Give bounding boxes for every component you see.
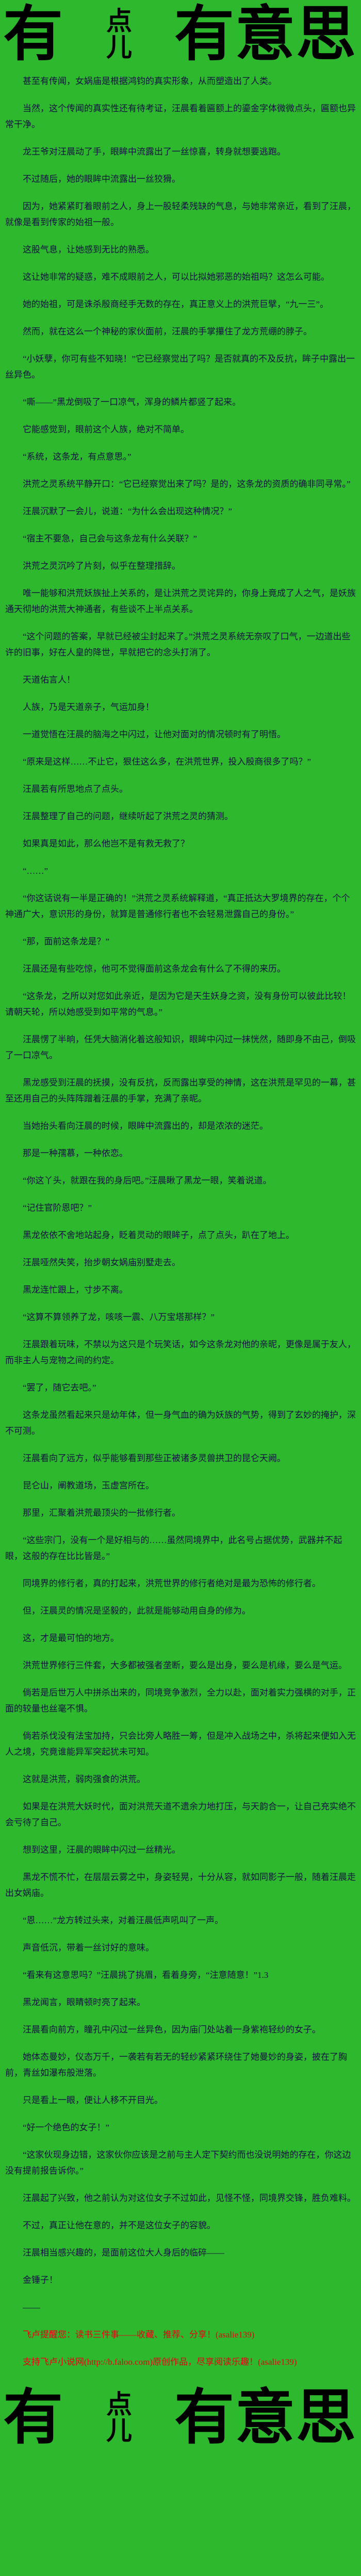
paragraph: “那，面前这条龙是？” xyxy=(23,937,110,946)
title-stack-top: 点 xyxy=(106,6,132,36)
site-notice-line: 飞卢提醒您：读书三件事——收藏、推荐、分享！(asalie139) xyxy=(23,2330,255,2340)
paragraph: 这就是洪荒，弱肉强食的洪荒。 xyxy=(23,1774,145,1784)
paragraph: 不过，真正让他在意的，并不是这位女子的容貌。 xyxy=(23,2221,216,2230)
paragraph: “系统，这条龙，有点意思。” xyxy=(23,452,132,462)
title-chars-right: 有意思 xyxy=(174,0,357,69)
paragraph: “看来有这意思吗？”汪晨挑了挑眉，看着身旁，“注意随意！”1.3 xyxy=(23,1970,269,1980)
paragraph: 当然，这个传闻的真实性还有待考证，汪晨看着匾额上的鎏金字体微微点头，匾额也异常干… xyxy=(5,104,356,129)
paragraph: 这，才是最可怕的地方。 xyxy=(23,1633,119,1643)
paragraph: 想到这里，汪晨的眼眸中闪过一丝精光。 xyxy=(23,1845,180,1855)
paragraph: 她的始祖，可是诛杀殷商经手无数的存在，真正意义上的洪荒巨擘，“九一三”。 xyxy=(23,299,329,309)
title-stack-top: 点 xyxy=(106,2389,132,2419)
paragraph: “罢了，随它去吧。” xyxy=(23,1383,96,1393)
title-stack-bottom: 儿 xyxy=(106,32,132,62)
paragraph: “……” xyxy=(23,866,48,876)
paragraph: 汪晨哑然失笑，抬步朝女娲庙别墅走去。 xyxy=(23,1258,180,1267)
paragraph: 金锤子！ xyxy=(23,2275,58,2285)
paragraph: 龙王爷对汪晨动了手，眼眸中流露出了一丝惊喜，转身就想要逃跑。 xyxy=(23,147,286,157)
paragraph: 唯一能够和洪荒妖族扯上关系的，是让洪荒之灵诧异的，你身上竟成了人之气，是妖族通天… xyxy=(5,588,356,614)
paragraph: “宿主不要急，自己会与这条龙有什么关联？” xyxy=(23,534,198,544)
paragraph: “恩……”龙方转过头来，对着汪晨低声吼叫了一声。 xyxy=(23,1916,224,1925)
paragraph: “好一个绝色的女子！” xyxy=(23,2123,110,2132)
paragraph: 汪晨相当感兴趣的，是面前这位大人身后的临碎—— xyxy=(23,2248,224,2258)
paragraph: 一道觉悟在汪晨的脑海之中闪过，让他对面对的情况顿时有了明悟。 xyxy=(23,730,286,739)
paragraph: 汪晨起了兴致，他之前认为对这位女子不过如此，见怪不怪，同境界交锋，胜负难料。 xyxy=(23,2193,356,2203)
paragraph: 黑龙依依不舍地站起身，眨着灵动的眼眸子，点了点头，趴在了地上。 xyxy=(23,1230,294,1240)
paragraph: 同境界的修行者，真的打起来，洪荒世界的修行者绝对是最为恐怖的修行者。 xyxy=(23,1579,321,1588)
paragraph: 汪晨若有所思地点了点头。 xyxy=(23,784,128,794)
paragraph: “这些宗门，没有一个是好相与的……虽然同境界中，此名号占据优势，武器并不起眼，这… xyxy=(5,1535,342,1561)
paragraph: 那是一种孺慕，一种依恋。 xyxy=(23,1148,128,1158)
paragraph: 汪晨愣了半晌，任凭大脑消化着这般知识，眼眸中闪过一抹恍然，随即身不由己，倒吸了一… xyxy=(5,1035,356,1060)
paragraph: “原来是这样……不止它，狠住这么多，在洪荒世界，投入殷商很多了吗？” xyxy=(23,757,311,767)
paragraph: 但，汪晨灵的情况是坚毅的，此就是能够动用自身的修为。 xyxy=(23,1606,251,1616)
paragraph: 汪晨看向了远方，似乎能够看到那些正被诸多灵兽拱卫的昆仑天阙。 xyxy=(23,1453,286,1463)
paragraph: 只是看上一眼，便让人移不开目光。 xyxy=(23,2095,163,2105)
paragraph: 汪晨看向前方，瞳孔中闪过一丝异色，因为庙门处站着一身紫袍轻纱的女子。 xyxy=(23,2025,321,2035)
paragraph: 倘若是后世万人中拼杀出来的，同境竞争激烈，全力以赴，面对着实力强横的对手，正面的… xyxy=(5,1688,356,1714)
paragraph: 这条龙虽然看起来只是幼年体，但一身气血的确为妖族的气势，得到了玄妙的掩护，深不可… xyxy=(5,1410,356,1436)
paragraph: 黑龙感受到汪晨的抚摸，没有反抗，反而露出享受的神情，这在洪荒是罕见的一幕，甚至还… xyxy=(5,1078,356,1104)
paragraph: 如果是在洪荒大妖时代，面对洪荒天道不遗余力地打压，与天韵合一，让自己充实绝不会亏… xyxy=(5,1802,356,1827)
paragraph: “你这丫头，就跟在我的身后吧。”汪晨瞅了黑龙一眼，笑着说道。 xyxy=(23,1176,272,1185)
paragraph: 洪荒之灵沉吟了片刻，似乎在整理措辞。 xyxy=(23,561,180,571)
paragraph: “这条龙，之所以对您如此亲近，是因为它是天生妖身之资，没有身份可以彼此比较！请朝… xyxy=(5,991,351,1017)
paragraph: 人族，乃是天道亲子，气运加身！ xyxy=(23,702,154,712)
paragraph: 它能感觉到，眼前这个人族，绝对不简单。 xyxy=(23,425,189,434)
title-stack: 点 儿 xyxy=(106,2391,132,2444)
novel-title-banner-top: 有 点 儿 有意思 xyxy=(0,0,361,66)
paragraph: “这家伙现身边错，这家伙你应该是之前与主人定下契约而也没说明她的存在，你这边没有… xyxy=(5,2150,351,2176)
site-notice-line: 支持飞卢小说网(http://b.faloo.com)原创作品，尽享阅读乐趣！(… xyxy=(23,2357,297,2367)
paragraph: 她体态曼妙，仪态万千，一袭若有若无的轻纱紧紧环绕住了她曼妙的身姿，披在了胸前，青… xyxy=(5,2052,347,2078)
paragraph: “嘶——”黑龙倒吸了一口凉气，浑身的鳞片都竖了起来。 xyxy=(23,397,241,407)
paragraph: 不过随后，她的眼眸中流露出一丝狡猾。 xyxy=(23,174,180,184)
paragraph: “记住官阶恩吧？” xyxy=(23,1203,92,1213)
title-stack: 点 儿 xyxy=(106,8,132,60)
paragraph: 汪晨沉默了一会儿，说道：“为什么会出现这种情况？” xyxy=(23,506,233,516)
paragraph: 如果真是如此，那么他岂不是有救无救了？ xyxy=(23,839,189,849)
title-chars-right: 有意思 xyxy=(174,2382,357,2452)
paragraph: “这算不算领养了龙，咳咳一震、八万宝塔那样？” xyxy=(23,1312,215,1322)
paragraph: “这个问题的答案，早就已经被尘封起来了。”洪荒之灵系统无奈叹了口气，一边道出些许… xyxy=(5,632,351,657)
paragraph: 甚至有传闻，女娲庙是根据鸿钧的真实形象，从而塑造出了人类。 xyxy=(23,76,277,86)
paragraph: 汪晨还是有些吃惊，他可不觉得面前这条龙会有什么了不得的来历。 xyxy=(23,964,286,974)
article-body: 甚至有传闻，女娲庙是根据鸿钧的真实形象，从而塑造出了人类。当然，这个传闻的真实性… xyxy=(0,66,361,2386)
paragraph: 倘若杀伐没有法宝加持，只会比旁人略胜一筹，但是冲入战场之中，杀将起来便如入无人之… xyxy=(5,1731,356,1757)
paragraph: 黑龙闻言，眼睛顿时亮了起来。 xyxy=(23,1997,145,2007)
paragraph: 然而，就在这么一个神秘的家伙面前，汪晨的手掌攥住了龙方荒绷的脖子。 xyxy=(23,327,312,336)
paragraph: 昆仑山，阐教道场，玉虚宫所在。 xyxy=(23,1481,154,1490)
paragraph: 声音低沉，带着一丝讨好的意味。 xyxy=(23,1943,154,1953)
paragraph: 因为，她紧紧盯着眼前之人，身上一股轻柔残缺的气息，与她非常亲近，看到了汪晨，就像… xyxy=(5,201,356,227)
paragraph: 黑龙连忙跟上，寸步不离。 xyxy=(23,1285,128,1295)
paragraph: 汪晨跟着玩味，不禁以为这只是个玩笑话，如今这条龙对他的亲昵，更像是属于友人，而非… xyxy=(5,1340,356,1365)
paragraph: 当她抬头看向汪晨的时候，眼眸中流露出的，却是浓浓的迷茫。 xyxy=(23,1121,268,1131)
title-char-left: 有 xyxy=(3,0,64,69)
paragraph: —— xyxy=(23,2302,40,2312)
paragraph: 那里，汇聚着洪荒最顶尖的一批修行者。 xyxy=(23,1508,180,1518)
paragraph: 这让她非常的疑惑，难不成眼前之人，可以比拟她邪恶的始祖吗？这怎么可能。 xyxy=(23,272,330,282)
title-stack-bottom: 儿 xyxy=(106,2415,132,2446)
paragraph: “你这话说有一半是正确的！”洪荒之灵系统解释道，“真正抵达大罗境界的存在，个个神… xyxy=(5,893,350,919)
paragraph: 洪荒世界修行三件套，大多都被强者垄断，要么是出身，要么是机缘，要么是气运。 xyxy=(23,1660,347,1670)
paragraph: 黑龙不慌不忙，在层层云雾之中，身姿轻晃，十分从容，就如同影子一般，随着汪晨走出女… xyxy=(5,1872,356,1898)
paragraph: 洪荒之灵系统平静开口：“它已经察觉出来了吗？是的，这条龙的资质的确非同寻常。” xyxy=(23,479,351,489)
title-char-left: 有 xyxy=(3,2382,64,2452)
paragraph: 汪晨整理了自己的问题，继续听起了洪荒之灵的猜测。 xyxy=(23,811,233,821)
paragraph: 天道佑言人！ xyxy=(23,675,75,685)
novel-title-banner-bottom: 有 点 儿 有意思 xyxy=(0,2386,361,2452)
paragraph: 这股气息，让她感到无比的熟悉。 xyxy=(23,245,154,255)
paragraph: “小妖孽，你可有些不知晓！”它已经察觉出了吗？是否就真的不及反抗，眸子中露出一丝… xyxy=(5,354,355,380)
